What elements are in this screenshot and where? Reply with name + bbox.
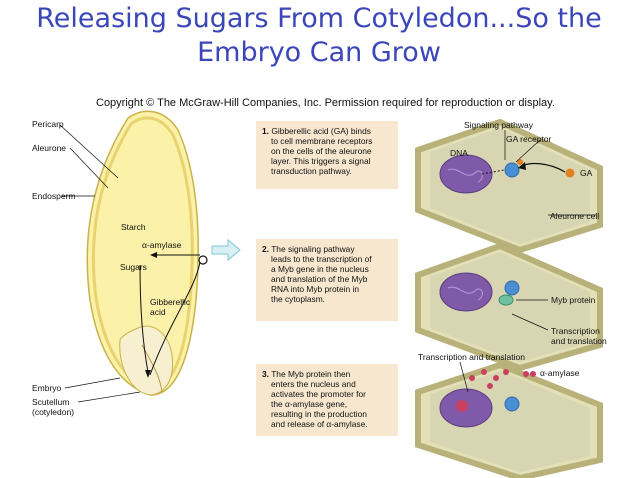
aleurone-cell-2: [415, 242, 603, 372]
label-aleurone-cell: Aleurone cell: [550, 211, 600, 221]
step-2-line-4: and translation of the Myb: [271, 274, 368, 284]
aleurone-cell-3: [415, 361, 603, 478]
label-ga: GA: [580, 168, 593, 178]
slide-title-line-2: Embryo Can Grow: [197, 37, 441, 68]
label-and-translation: and translation: [551, 336, 607, 346]
label-dna: DNA: [450, 148, 468, 158]
step-1-line-2: to cell membrane receptors: [271, 136, 373, 146]
step-2-line-1: The signaling pathway: [271, 244, 355, 254]
step-1-line-3: on the cells of the aleurone: [271, 146, 372, 156]
step-3-line-5: resulting in the production: [271, 409, 367, 419]
label-cell-alpha-amylase: α-amylase: [540, 368, 580, 378]
label-gibberellic: Gibberellic: [150, 297, 191, 307]
step-2-line-6: the cytoplasm.: [271, 294, 325, 304]
label-myb-protein: Myb protein: [551, 295, 596, 305]
step-1-line-1: Gibberellic acid (GA) binds: [271, 126, 371, 136]
step-3-line-2: enters the nucleus and: [271, 379, 356, 389]
label-transcription-and-translation: Transcription and translation: [418, 352, 525, 362]
step-box-3: 3. The Myb protein then enters the nucle…: [256, 364, 398, 436]
sugars-arrow: [139, 264, 149, 373]
label-signaling-pathway: Signaling pathway: [464, 120, 533, 130]
label-scutellum: Scutellum: [32, 397, 70, 407]
label-acid: acid: [150, 307, 166, 317]
step-3-number: 3.: [262, 369, 269, 379]
step-2-line-5: RNA into Myb protein in: [271, 284, 359, 294]
copyright-notice: Copyright © The McGraw-Hill Companies, I…: [96, 97, 555, 109]
step-box-2: 2. The signaling pathway leads to the tr…: [256, 239, 398, 321]
step-2-line-3: a Myb gene in the nucleus: [271, 264, 369, 274]
label-cotyledon: (cotyledon): [32, 407, 75, 417]
label-transcription: Transcription: [551, 326, 600, 336]
step-3-line-4: the α-amylase gene,: [271, 399, 348, 409]
step-1-line-4: layer. This triggers a signal: [271, 156, 371, 166]
aleurone-focus-circle: [198, 255, 208, 265]
zoom-arrow: [211, 238, 241, 262]
step-3-line-1: The Myb protein then: [271, 369, 351, 379]
label-pericarp: Pericarp: [32, 119, 64, 129]
step-1-line-5: transduction pathway.: [271, 166, 352, 176]
label-embryo: Embryo: [32, 383, 62, 393]
slide-title-line-1: Releasing Sugars From Cotyledon...So the: [36, 3, 602, 34]
seed-body: [86, 110, 199, 396]
label-ga-receptor: GA receptor: [506, 134, 552, 144]
step-2-number: 2.: [262, 244, 269, 254]
label-aleurone: Aleurone: [32, 143, 67, 153]
label-alpha-amylase: α-amylase: [142, 240, 182, 250]
label-starch: Starch: [121, 222, 146, 232]
step-3-line-3: activates the promoter for: [271, 389, 366, 399]
gibberellic-acid-arrow: [149, 261, 201, 376]
step-2-line-2: leads to the transcription of: [271, 254, 372, 264]
step-1-number: 1.: [262, 126, 269, 136]
step-3-line-6: and release of α-amylase.: [271, 419, 368, 429]
label-endosperm: Endosperm: [32, 191, 76, 201]
step-box-1: 1. Gibberellic acid (GA) binds to cell m…: [256, 121, 398, 189]
label-sugars: Sugars: [120, 262, 147, 272]
